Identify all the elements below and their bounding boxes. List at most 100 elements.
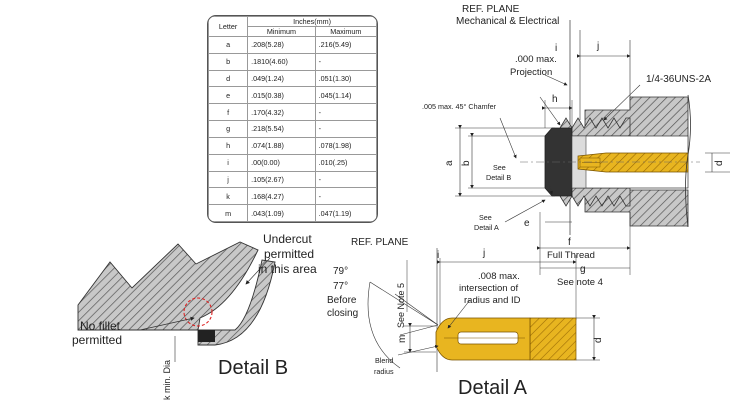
detail-a-ref-plane: REF. PLANE — [351, 237, 409, 248]
table-row: i.00(0.00).010(.25) — [208, 153, 377, 172]
detail-b-view: Undercut permitted in this area No fille… — [72, 232, 317, 400]
projection-label-2: Projection — [510, 67, 552, 78]
detail-a-dim-d: d — [593, 337, 604, 343]
undercut-label-2: permitted — [264, 247, 314, 261]
intersection-label-2: intersection of — [459, 283, 519, 294]
dim-g: g — [580, 264, 586, 275]
table-row: a.208(5.28).216(5.49) — [208, 36, 377, 54]
row-min: .208(5.28) — [247, 36, 316, 54]
table-row: m.043(1.09).047(1.19) — [208, 204, 377, 222]
row-letter: j — [208, 170, 249, 189]
dim-j: j — [596, 41, 599, 52]
detail-b-thread-body — [77, 241, 276, 346]
row-max: .216(5.49) — [314, 36, 377, 54]
row-max: - — [314, 170, 377, 189]
table-row: j.105(2.67)- — [208, 170, 377, 189]
detail-a-view: REF. PLANE 79° 77° Before closing See No… — [327, 237, 604, 399]
ref-plane-label: REF. PLANE — [462, 4, 520, 15]
dim-a: a — [444, 160, 455, 166]
thread-spec-label: 1/4-36UNS-2A — [646, 74, 711, 85]
contact-pin — [577, 152, 689, 173]
see-note-5-label: See Note 5 — [396, 283, 406, 328]
full-thread-label: Full Thread — [547, 250, 595, 261]
angle-77-label: 77° — [333, 281, 348, 292]
row-min: .00(0.00) — [247, 153, 316, 172]
detail-a-title: Detail A — [458, 377, 528, 399]
see-note-4-label: See note 4 — [557, 277, 603, 288]
row-max: .047(1.19) — [314, 204, 377, 222]
dimensions-table-wrapper: Letter Inches(mm) Minimum Maximum a.208(… — [207, 15, 378, 223]
k-min-dia-label: k min. Dia — [162, 360, 172, 400]
row-min: .049(1.24) — [247, 69, 316, 88]
row-letter: f — [208, 103, 249, 122]
row-max: - — [314, 103, 377, 122]
row-letter: g — [208, 120, 249, 138]
row-max: .045(1.14) — [314, 86, 377, 105]
row-min: .218(5.54) — [247, 120, 316, 138]
table-col-max-header: Maximum — [314, 26, 377, 37]
dimensions-table: Letter Inches(mm) Minimum Maximum a.208(… — [208, 16, 377, 222]
row-max: - — [314, 120, 377, 138]
undercut-circle — [183, 297, 213, 327]
dim-f: f — [568, 237, 571, 248]
see-detail-a-2: Detail A — [474, 223, 499, 232]
chamfer-label: .005 max. 45° Chamfer — [422, 102, 497, 111]
before-closing-label-1: Before — [327, 295, 357, 306]
dim-i: i — [555, 43, 557, 54]
row-max: .078(1.98) — [314, 136, 377, 155]
main-section-view: REF. PLANE Mechanical & Electrical .000 … — [422, 4, 730, 288]
row-letter: b — [208, 52, 249, 71]
row-min: .170(4.32) — [247, 103, 316, 122]
intersection-label-3: radius and ID — [464, 295, 521, 306]
dim-d: d — [714, 160, 725, 166]
angle-79-label: 79° — [333, 266, 348, 277]
undercut-label-3: in this area — [258, 262, 317, 276]
before-closing-label-2: closing — [327, 308, 358, 319]
detail-a-dim-j: j — [482, 248, 485, 259]
detail-a-dim-m: m — [397, 335, 408, 343]
thread-teeth-bottom — [559, 187, 631, 207]
no-fillet-label-1: No fillet — [80, 319, 121, 333]
mech-elec-label: Mechanical & Electrical — [456, 16, 559, 27]
row-min: .015(0.38) — [247, 86, 316, 105]
table-row: e.015(0.38).045(1.14) — [208, 86, 377, 105]
dim-b: b — [461, 160, 472, 166]
see-detail-a-1: See — [479, 213, 492, 222]
row-max: - — [314, 187, 377, 206]
table-group-header: Inches(mm) — [247, 16, 377, 27]
no-fillet-label-2: permitted — [72, 333, 122, 347]
thread-teeth-top — [559, 117, 631, 137]
row-min: .168(4.27) — [247, 187, 316, 206]
row-letter: m — [208, 204, 249, 222]
dim-e: e — [524, 218, 530, 229]
row-min: .1810(4.60) — [247, 52, 316, 71]
table-row: k.168(4.27)- — [208, 187, 377, 206]
row-letter: k — [208, 187, 249, 206]
dim-h: h — [552, 94, 558, 105]
row-min: .043(1.09) — [247, 204, 316, 222]
row-max: .051(1.30) — [314, 69, 377, 88]
detail-a-insulator — [529, 317, 577, 361]
row-letter: h — [208, 136, 249, 155]
row-min: .105(2.67) — [247, 170, 316, 189]
blend-radius-label-1: Blend — [375, 356, 393, 365]
blend-radius-label-2: radius — [374, 367, 394, 376]
detail-a-dim-i: i — [437, 250, 439, 261]
table-corner-header: Letter — [208, 16, 249, 37]
row-max: - — [314, 52, 377, 71]
detail-b-title: Detail B — [218, 357, 288, 379]
row-letter: a — [208, 36, 249, 54]
intersection-label-1: .008 max. — [478, 271, 520, 282]
table-row: d.049(1.24).051(1.30) — [208, 69, 377, 88]
see-detail-b-2: Detail B — [486, 173, 511, 182]
undercut-label-1: Undercut — [263, 232, 312, 246]
row-min: .074(1.88) — [247, 136, 316, 155]
projection-label-1: .000 max. — [515, 54, 557, 65]
table-row: f.170(4.32)- — [208, 103, 377, 122]
row-letter: d — [208, 69, 249, 88]
row-letter: i — [208, 153, 249, 172]
row-max: .010(.25) — [314, 153, 377, 172]
table-row: b.1810(4.60)- — [208, 52, 377, 71]
see-detail-b-1: See — [493, 163, 506, 172]
